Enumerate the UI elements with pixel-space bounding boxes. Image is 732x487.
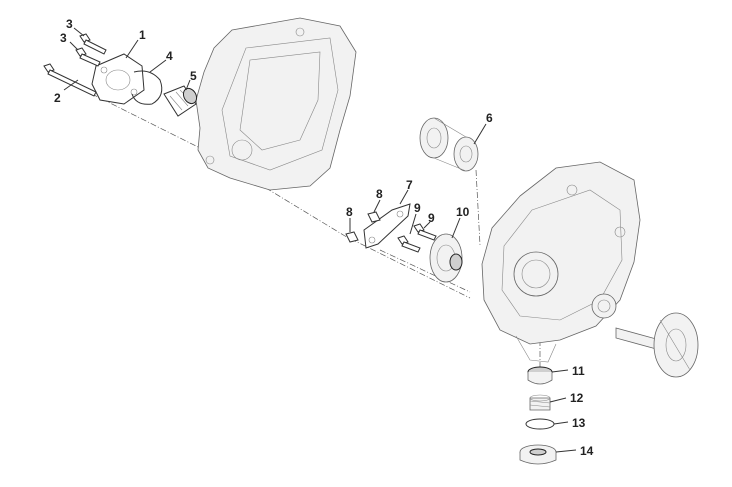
part-2-long-bolt bbox=[43, 63, 97, 97]
part-11-plug bbox=[527, 366, 553, 385]
callout-9-right: 9 bbox=[428, 211, 435, 225]
callout-11: 11 bbox=[572, 364, 585, 378]
callout-labels: 1 2 3 3 4 5 6 7 8 8 9 9 10 11 12 13 14 bbox=[54, 17, 594, 458]
callout-6: 6 bbox=[486, 111, 493, 125]
callout-2: 2 bbox=[54, 91, 61, 105]
callout-8-lower: 8 bbox=[346, 205, 353, 219]
part-9-bolt-left bbox=[397, 235, 421, 253]
shaft-and-flywheel bbox=[615, 312, 699, 378]
callout-7: 7 bbox=[406, 178, 413, 192]
part-3-short-bolt-upper bbox=[79, 33, 107, 55]
callout-3-lower: 3 bbox=[60, 31, 67, 45]
part-5-filter bbox=[163, 85, 198, 117]
part-12-spring bbox=[529, 394, 551, 411]
part-4-gasket bbox=[131, 70, 163, 105]
callout-3-upper: 3 bbox=[66, 17, 73, 31]
callout-8-upper: 8 bbox=[376, 187, 383, 201]
part-14-cap bbox=[519, 444, 557, 465]
leader-lines bbox=[63, 27, 577, 453]
part-8-bolt-upper bbox=[367, 211, 381, 223]
callout-4: 4 bbox=[166, 49, 173, 63]
callout-9-left: 9 bbox=[414, 201, 421, 215]
crankcase-cover-left bbox=[195, 17, 357, 191]
callout-12: 12 bbox=[570, 391, 584, 405]
part-10-gear bbox=[429, 233, 463, 283]
part-7-plate bbox=[363, 203, 411, 249]
callout-14: 14 bbox=[580, 444, 594, 458]
callout-5: 5 bbox=[190, 69, 197, 83]
callout-10: 10 bbox=[456, 205, 470, 219]
part-6-gears bbox=[419, 117, 479, 172]
part-8-bolt-lower bbox=[345, 231, 359, 243]
part-13-o-ring bbox=[525, 418, 555, 430]
callout-13: 13 bbox=[572, 416, 586, 430]
crankcase-half-right bbox=[481, 161, 641, 363]
part-3-short-bolt-lower bbox=[75, 47, 101, 67]
part-9-bolt-right bbox=[413, 223, 437, 241]
callout-1: 1 bbox=[139, 28, 146, 42]
